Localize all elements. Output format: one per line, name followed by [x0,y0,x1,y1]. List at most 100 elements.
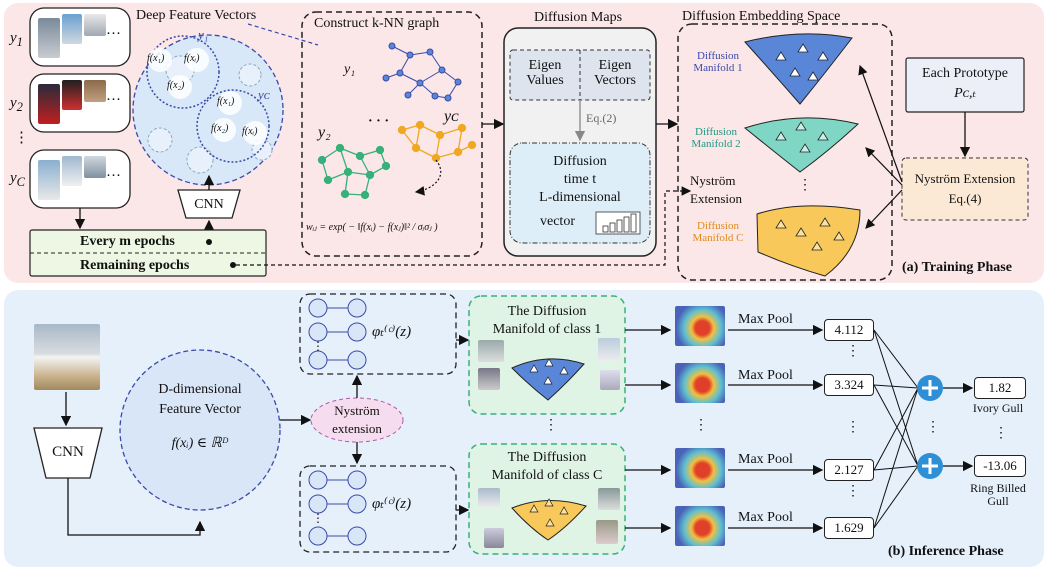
manifold-c [756,205,861,277]
cluster-yc-label: yᴄ [258,87,270,102]
feature-item: f(x₂) [211,123,229,134]
max-pool-label: Max Pool [738,312,793,327]
bird-photo [62,14,82,44]
embedding-title: Diffusion Embedding Space [682,9,841,24]
manifold-1-label: Diffusion Manifold 1 [693,50,743,75]
value-dots: ⋮ [846,420,860,435]
manifold-c-label: Diffusion Manifold C [692,220,744,245]
nystrom-ellipse-line2: extension [332,421,382,436]
inference-phase-label: (b) Inference Phase [888,544,1004,559]
phi-top-dots: ⋮ [312,339,324,353]
every-epochs-label: Every m epochs [80,234,175,249]
diffusion-maps-title: Diffusion Maps [534,10,623,25]
class-dots: ⋮ [14,130,29,146]
cnn-label-training: CNN [194,197,224,212]
sample-photo [478,368,500,390]
knn-graph-blue [382,42,462,102]
prototype-line2: Pᴄ,ₜ [954,86,976,101]
bird-photo [84,156,106,178]
nystrom-extension-box [901,157,1029,221]
feature-formula: f(xᵢ) ∈ ℝᴰ [171,436,229,451]
feature-line1: D-dimensional [158,382,242,397]
manifold-dots: ⋮ [798,178,812,193]
training-phase-label: (a) Training Phase [902,260,1012,275]
deep-feature-title: Deep Feature Vectors [136,8,257,23]
diffusion-line2: time t [563,172,597,187]
phi-bottom-label: φₜ⁽ᶜ⁾(z) [372,496,412,512]
max-pool-label: Max Pool [738,452,793,467]
manifold-box-class1 [468,295,626,415]
image-ellipsis: ··· [106,168,121,184]
pooled-value: 1.629 [824,517,874,539]
pooled-value: 4.112 [824,319,874,341]
feature-item: f(xᵢ) [184,53,200,64]
nystrom-ellipse-line1: Nyström [334,403,380,418]
attention-heatmap [675,506,725,546]
bird-photo [38,84,60,124]
knn-graph-green [317,143,391,200]
bird-photo [84,80,106,102]
value-dots: ⋮ [846,484,860,499]
sample-photo [596,520,618,544]
sample-photo [598,488,620,510]
manifold-2 [743,117,860,173]
attention-heatmap [675,363,725,403]
eigen-vectors-label: Eigen Vectors [594,58,636,89]
bird-photo [62,80,82,110]
class-name: Ring Billed Gull [970,481,1026,509]
extension-label: Extension [690,191,742,206]
prototype-line1: Each Prototype [922,66,1008,81]
class-score: 1.82 [974,377,1026,399]
image-ellipsis: ··· [106,26,121,42]
class-label-yc: yC [10,170,26,189]
manifold-2-label: Diffusion Manifold 2 [691,126,741,151]
knn-y1-label: y₁ [344,62,356,77]
sample-photo [600,370,620,390]
cluster-yc [196,89,270,163]
input-bird-photo [34,324,100,390]
feature-vector-circle [119,349,281,511]
phi-box-bottom [299,465,457,553]
sample-photo [478,340,504,362]
diffusion-line4: vector [540,214,575,229]
weight-formula: wᵢⱼ = exp( − ‖f(xᵢ) − f(xⱼ)‖² / σᵢσⱼ ) [306,222,438,233]
diffusion-line3: L-dimensional [539,190,621,205]
value-dots: ⋮ [846,344,860,359]
class-label-y1: y1 [10,30,23,49]
nystrom-ext-line1: Nyström Extension [914,171,1016,186]
attention-heatmap [675,448,725,488]
plus-dots: ⋮ [926,420,940,435]
nystrom-ext-line2: Eq.(4) [948,191,982,206]
eq2-label: Eq.(2) [586,111,617,125]
knn-title: Construct k-NN graph [314,16,440,31]
nystrom-label: Nyström [690,173,736,188]
manifold-dots: ⋮ [544,418,558,433]
phi-box-top [299,293,457,375]
inference-panel [4,290,1044,567]
remaining-epochs-label: Remaining epochs [80,258,190,273]
bird-photo [38,160,60,200]
manifold-classC-line1: The Diffusion [507,450,587,465]
manifold-class1-line2: Manifold of class 1 [492,322,602,337]
phi-top-label: φₜ⁽ᶜ⁾(z) [372,324,412,340]
sample-photo [598,338,620,362]
class-score: -13.06 [974,455,1026,477]
class-name: Ivory Gull [972,401,1024,415]
knn-dots: · · · [368,114,390,129]
feature-line2: Feature Vector [159,402,241,417]
bird-photo [62,156,82,186]
cluster-y1-label: y₁ [198,27,209,42]
max-pool-label: Max Pool [738,510,793,525]
knn-graph-orange [397,120,477,163]
score-dots: ⋮ [994,426,1008,441]
cnn-label-inference: CNN [52,444,84,460]
max-pool-label: Max Pool [738,368,793,383]
bird-photo [38,18,60,58]
manifold-class1-line1: The Diffusion [507,304,587,319]
feature-item: f(x₁) [217,96,235,107]
bird-photo [84,14,106,36]
feature-item: f(x₂) [167,80,185,91]
class-label-y2: y2 [10,95,23,114]
